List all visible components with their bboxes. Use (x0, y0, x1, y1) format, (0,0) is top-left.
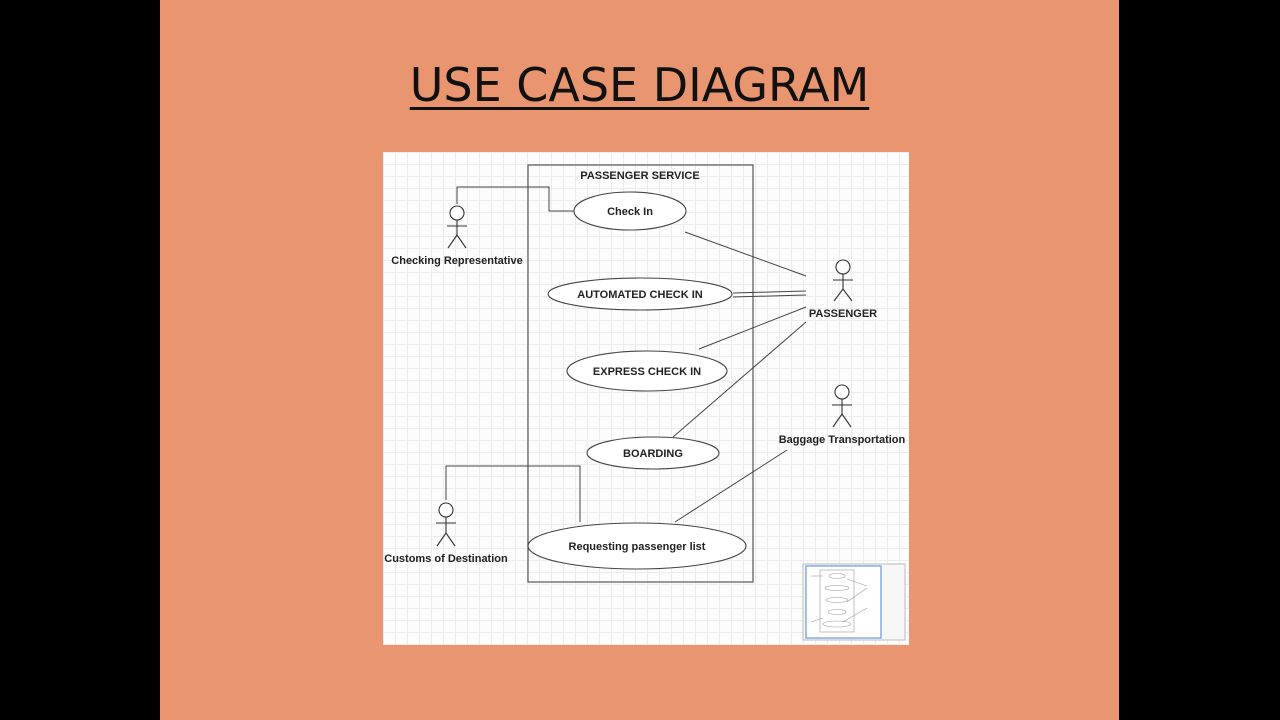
actor-customs-of-destination-label: Customs of Destination (384, 553, 508, 565)
actor-customs-of-destination[interactable] (436, 502, 456, 547)
diagram-canvas: PASSENGER SERVICE Check In AUTOMATED CHE… (383, 152, 909, 645)
actor-checking-representative[interactable] (447, 205, 467, 249)
actor-baggage-transportation-label: Baggage Transportation (779, 434, 906, 446)
use-case-check-in[interactable]: Check In (573, 191, 687, 231)
use-case-check-in-label: Check In (607, 206, 653, 218)
use-case-boarding[interactable]: BOARDING (586, 436, 720, 470)
use-case-express-check-in[interactable]: EXPRESS CHECK IN (566, 350, 728, 392)
use-case-automated-check-in[interactable]: AUTOMATED CHECK IN (547, 277, 733, 311)
use-case-express-check-in-label: EXPRESS CHECK IN (593, 366, 701, 378)
assoc-boarding-passenger (672, 321, 807, 438)
minimap-panel[interactable] (802, 563, 906, 641)
associations (445, 186, 807, 523)
assoc-automated-passenger-2 (732, 294, 807, 298)
use-case-diagram: PASSENGER SERVICE Check In AUTOMATED CHE… (384, 164, 906, 641)
use-case-automated-check-in-label: AUTOMATED CHECK IN (577, 289, 703, 301)
assoc-customs-requesting (445, 465, 581, 522)
use-case-requesting-passenger-list-label: Requesting passenger list (569, 541, 706, 553)
assoc-express-passenger (698, 306, 807, 350)
assoc-automated-passenger (732, 290, 807, 294)
assoc-check-in-passenger (684, 231, 807, 277)
actor-passenger-label: PASSENGER (809, 308, 877, 320)
use-case-boarding-label: BOARDING (623, 448, 683, 460)
assoc-requesting-baggage (674, 449, 788, 523)
page-title: USE CASE DIAGRAM (409, 58, 870, 112)
actor-checking-representative-label: Checking Representative (391, 255, 522, 267)
actor-passenger[interactable] (833, 259, 853, 302)
actor-baggage-transportation[interactable] (832, 384, 852, 428)
assoc-checking-rep-check-in (456, 186, 575, 212)
system-boundary[interactable] (527, 164, 754, 583)
use-case-requesting-passenger-list[interactable]: Requesting passenger list (527, 522, 747, 570)
system-boundary-label: PASSENGER SERVICE (580, 170, 699, 182)
